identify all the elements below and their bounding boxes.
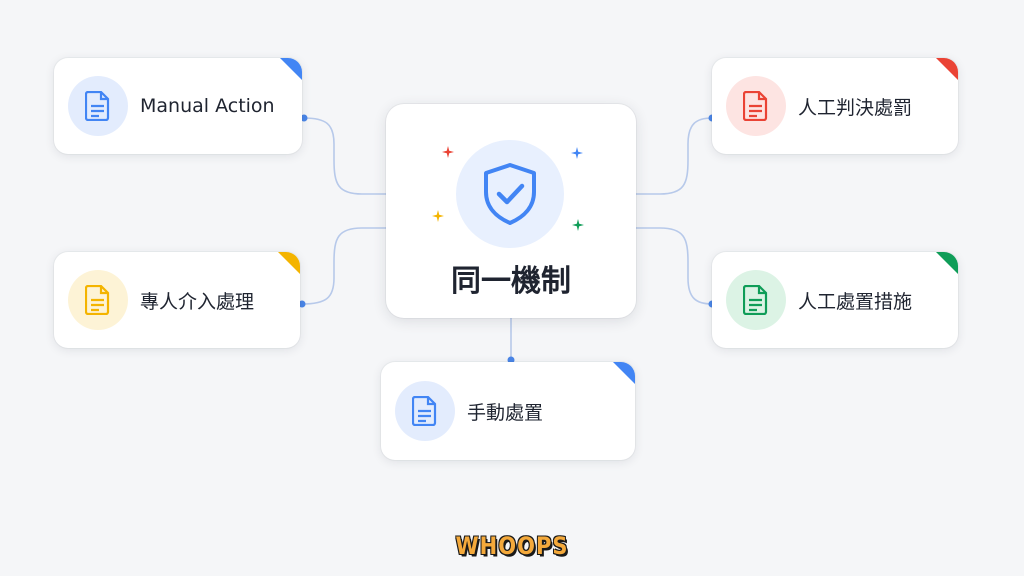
node-label: 專人介入處理	[140, 290, 255, 313]
corner-tab	[280, 58, 302, 80]
connector-expert-intervention	[301, 227, 386, 305]
hub-title-row: 同一機制	[386, 256, 636, 300]
connector-manual-measures	[636, 227, 713, 305]
corner-tab	[613, 362, 635, 384]
node-manual-measures[interactable]: 人工處置措施	[712, 252, 958, 348]
node-expert-intervention[interactable]: 專人介入處理	[54, 252, 300, 348]
document-icon	[68, 76, 128, 136]
sparkle-icon	[572, 219, 584, 231]
node-manual-penalty[interactable]: 人工判決處罰	[712, 58, 958, 154]
shield-badge	[456, 140, 564, 248]
document-icon	[726, 76, 786, 136]
brand-logo: WHOOPS	[0, 532, 1024, 560]
corner-tab	[936, 58, 958, 80]
connector-manual-penalty	[636, 117, 713, 195]
central-hub-card[interactable]: 同一機制	[386, 104, 636, 318]
node-manual-action[interactable]: Manual Action	[54, 58, 302, 154]
node-label: 人工判決處罰	[798, 96, 913, 119]
document-icon	[395, 381, 455, 441]
corner-tab	[936, 252, 958, 274]
shield-check-icon	[484, 163, 536, 225]
hub-title: 同一機制	[451, 264, 571, 299]
node-label: 人工處置措施	[798, 290, 913, 313]
node-manual-handling[interactable]: 手動處置	[381, 362, 635, 460]
sparkle-icon	[432, 210, 444, 222]
document-icon	[68, 270, 128, 330]
node-label: 手動處置	[467, 401, 544, 424]
corner-tab	[278, 252, 300, 274]
document-icon	[726, 270, 786, 330]
sparkle-icon	[571, 147, 583, 159]
brand-wordmark: WHOOPS	[455, 532, 569, 560]
connector-manual-action	[303, 117, 386, 195]
sparkle-icon	[442, 146, 454, 158]
node-label: Manual Action	[140, 95, 275, 117]
